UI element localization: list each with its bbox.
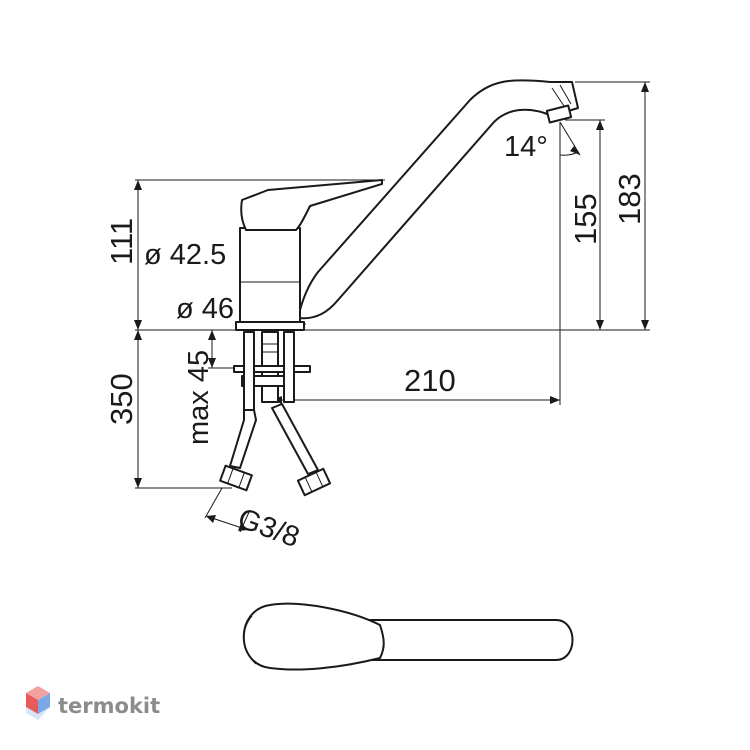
label-350: 350 [104,373,139,425]
lever-handle [240,179,383,231]
brand-logo: termokit [26,686,160,720]
label-max45: max 45 [183,350,215,445]
hose-right [271,403,319,475]
spout-detail-2 [559,84,572,105]
label-thread: G3/8 [234,503,304,555]
hose-stub-right [283,331,295,403]
top-view-spout [369,619,574,661]
label-diam-base: ø 46 [176,293,234,325]
spout [297,79,579,320]
label-111: 111 [104,218,139,265]
hose-left [229,409,257,469]
angle-line [559,121,581,156]
faucet-side-view [219,79,579,497]
base-flange [235,321,305,331]
dimension-labels: 111 350 max 45 155 183 210 14° ø 42.5 ø … [104,131,647,554]
label-183: 183 [612,173,647,225]
body-cylinder [239,227,301,325]
hose-nut-right [296,467,332,497]
label-angle: 14° [504,131,548,163]
faucet-top-view [242,602,574,671]
spout-detail-1 [551,87,565,107]
top-view-body [242,602,385,671]
label-diam-upper: ø 42.5 [144,239,226,271]
thread-ext-left [204,487,223,519]
hose-nut-left [219,464,253,492]
cube-logo-icon [26,686,50,720]
top-view-body-detail [243,615,257,665]
aerator [545,104,573,124]
brand-name: termokit [58,694,160,718]
label-210: 210 [404,363,456,398]
support-washer [233,365,311,373]
hose-stub-left [243,331,255,413]
label-155: 155 [568,193,603,245]
cube-base [26,707,50,720]
